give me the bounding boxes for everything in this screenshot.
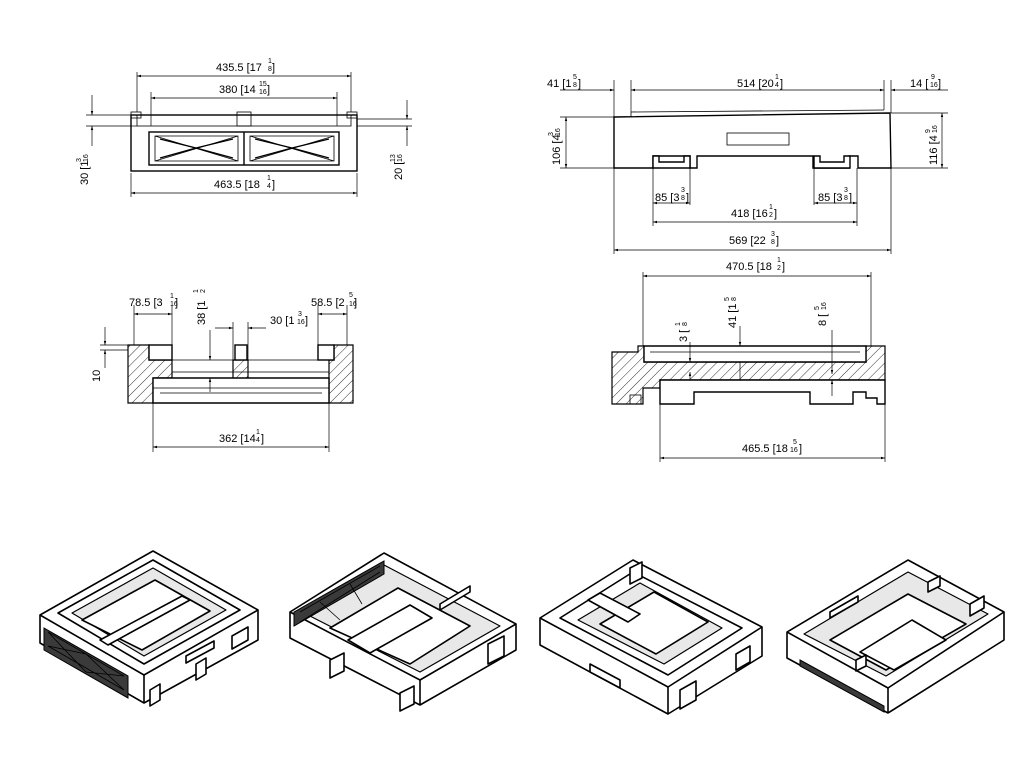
svg-text:]: ] (799, 443, 802, 455)
svg-text:1: 1 (268, 58, 272, 65)
svg-text:]: ] (776, 235, 779, 247)
svg-text:5: 5 (573, 74, 577, 81)
svg-text:]: ] (774, 208, 777, 220)
dim-right-foot: 85 [3 (818, 192, 842, 204)
section-b-body (611, 345, 886, 405)
dim-left-foot: 85 [3 (655, 192, 679, 204)
svg-text:1: 1 (775, 74, 779, 81)
svg-text:1: 1 (193, 289, 200, 293)
svg-text:8: 8 (682, 322, 689, 326)
svg-text:16: 16 (930, 82, 938, 89)
dim-rib: 30 [1 (270, 315, 294, 327)
dim-left-offset: 41 [1 (547, 78, 571, 90)
dim-left-height: 106 [4 (551, 134, 563, 165)
svg-text:16: 16 (170, 301, 178, 308)
dim-top-width: 514 [20 (737, 78, 774, 90)
svg-text:16: 16 (397, 154, 404, 162)
svg-text:16: 16 (297, 319, 305, 326)
svg-text:3: 3 (844, 187, 848, 194)
dim-depth: 38 [1 (196, 301, 208, 325)
dim-bottom-span: 465.5 [18 (742, 443, 788, 455)
svg-text:]: ] (686, 192, 689, 204)
section-a: 78.5 [3 1 16 ] 38 [1 1 2 30 [1 3 16 ] 58… (91, 289, 357, 452)
svg-text:8: 8 (844, 195, 848, 202)
svg-text:4: 4 (775, 82, 779, 89)
svg-text:16: 16 (83, 154, 90, 162)
svg-text:16: 16 (821, 302, 828, 310)
svg-text:5: 5 (724, 297, 731, 301)
dim-overall-length: 569 [22 (729, 235, 766, 247)
dim-top-span: 470.5 [18 (726, 261, 772, 273)
dim-b-floor: 8 [ (817, 314, 829, 326)
svg-text:]: ] (261, 433, 264, 445)
svg-text:3: 3 (548, 132, 555, 136)
svg-text:16: 16 (349, 301, 357, 308)
svg-text:8: 8 (771, 239, 775, 246)
svg-text:4: 4 (267, 183, 271, 190)
svg-text:]: ] (782, 261, 785, 273)
svg-text:8: 8 (573, 82, 577, 89)
svg-text:1: 1 (256, 429, 260, 436)
svg-text:]: ] (780, 78, 783, 90)
svg-text:]: ] (272, 62, 275, 74)
svg-text:8: 8 (681, 195, 685, 202)
dim-foot-span: 418 [16 (731, 208, 768, 220)
svg-text:3: 3 (298, 311, 302, 318)
dim-right-height: 116 [4 (928, 135, 940, 165)
svg-text:3: 3 (681, 187, 685, 194)
isometric-view-3 (539, 559, 763, 715)
svg-text:2: 2 (777, 265, 781, 272)
isometric-view-2 (289, 552, 517, 712)
svg-text:16: 16 (932, 125, 939, 133)
dim-right-wall: 58.5 [2 (311, 297, 345, 309)
svg-text:5: 5 (814, 306, 821, 310)
isometric-view-4 (786, 559, 1005, 714)
top-view: 435.5 [17 1 8 ] 380 [14 15 16 ] 463.5 [1… (76, 58, 412, 197)
svg-text:5: 5 (793, 439, 797, 446)
svg-text:9: 9 (931, 74, 935, 81)
svg-text:]: ] (267, 84, 270, 96)
dim-b-lip: 3 [ (678, 330, 690, 342)
svg-text:16: 16 (555, 128, 562, 136)
dim-inner-width: 380 [14 (219, 84, 256, 96)
svg-text:]: ] (938, 78, 941, 90)
svg-text:3: 3 (771, 231, 775, 238)
svg-text:1: 1 (267, 175, 271, 182)
svg-text:3: 3 (76, 158, 83, 162)
isometric-view-1 (39, 550, 259, 707)
dim-right-offset: 14 [ (910, 78, 928, 90)
svg-text:]: ] (354, 297, 357, 309)
svg-text:13: 13 (390, 154, 397, 162)
svg-text:]: ] (305, 315, 308, 327)
dim-lip: 10 (91, 370, 103, 382)
svg-text:5: 5 (349, 292, 353, 299)
svg-text:15: 15 (259, 81, 267, 88)
svg-text:]: ] (578, 78, 581, 90)
dim-base-width: 463.5 [18 (214, 179, 260, 191)
svg-text:1: 1 (675, 322, 682, 326)
svg-text:2: 2 (769, 212, 773, 219)
svg-text:2: 2 (200, 289, 207, 293)
svg-text:1: 1 (769, 204, 773, 211)
section-b: 470.5 [18 1 2 ] 3 [ 1 8 41 [1 5 8 8 [ 5 … (611, 257, 886, 462)
svg-text:]: ] (849, 192, 852, 204)
dim-inner-span: 362 [14 (219, 433, 256, 445)
svg-text:16: 16 (259, 89, 267, 96)
svg-text:4: 4 (256, 437, 260, 444)
svg-text:1: 1 (777, 257, 781, 264)
svg-text:]: ] (272, 179, 275, 191)
svg-text:8: 8 (268, 66, 272, 73)
dim-overall-width: 435.5 [17 (216, 62, 262, 74)
dim-b-depth: 41 [1 (727, 304, 739, 328)
svg-text:1: 1 (170, 293, 174, 300)
svg-text:9: 9 (925, 129, 932, 133)
svg-text:8: 8 (731, 297, 738, 301)
dim-left-height: 30 [1 (79, 161, 91, 185)
dim-right-height: 20 [ (393, 162, 405, 180)
dim-left-wall: 78.5 [3 (129, 297, 163, 309)
svg-text:]: ] (175, 297, 178, 309)
svg-text:16: 16 (790, 447, 798, 454)
front-view: 41 [1 5 8 ] 514 [20 1 4 ] 14 [ 9 16 ] 10… (547, 74, 948, 254)
